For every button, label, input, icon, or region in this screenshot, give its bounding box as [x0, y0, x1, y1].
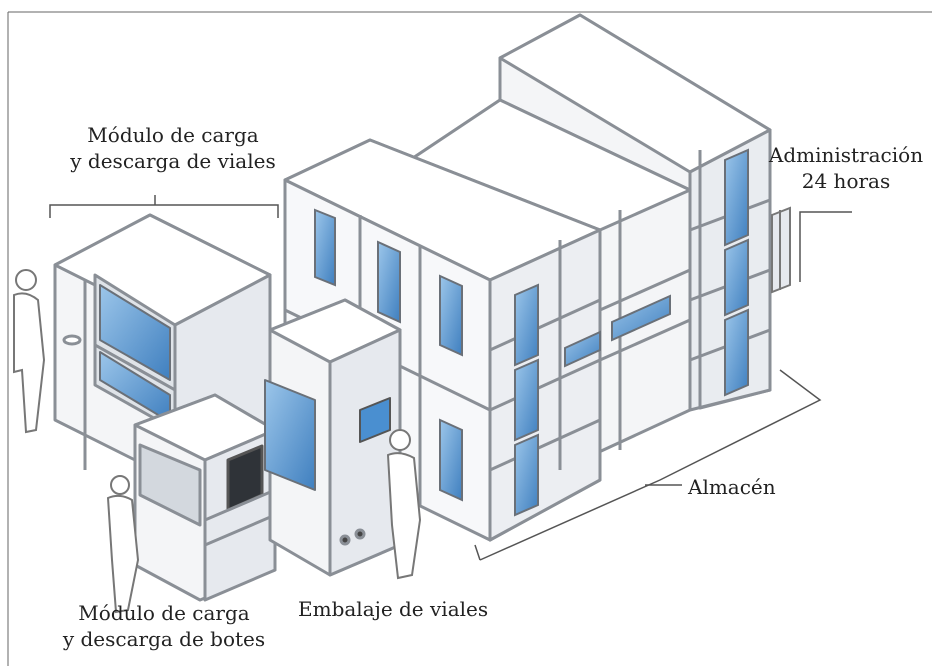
bottle-module [133, 393, 277, 602]
admin-label-line1: Administración [768, 143, 924, 167]
vial-module-label: Módulo de carga y descarga de viales [58, 122, 288, 174]
leader-lines [49, 195, 852, 486]
bottle-module-label: Módulo de carga y descarga de botes [44, 600, 284, 652]
admin-leader [799, 211, 852, 282]
warehouse-windows [314, 148, 749, 517]
operator-left [13, 269, 46, 434]
warehouse-label: Almacén [688, 475, 776, 499]
admin-24h-panel [771, 206, 791, 294]
vial-bracket [49, 204, 279, 218]
vial-module-label-line1: Módulo de carga [87, 123, 259, 147]
vial-module-label-line2: y descarga de viales [70, 149, 276, 173]
page-border [7, 11, 932, 666]
admin-label-line2: 24 horas [801, 169, 891, 193]
operator-bottles [106, 475, 140, 614]
admin-24h-label: Administración 24 horas [762, 142, 930, 194]
vial-module [53, 213, 272, 477]
bottle-module-label-line2: y descarga de botes [62, 627, 266, 651]
operator-figures [13, 269, 422, 614]
warehouse-floor-outline [474, 369, 822, 561]
packaging-machine [264, 298, 402, 577]
operator-packaging [386, 429, 422, 580]
bottle-module-label-line1: Módulo de carga [78, 601, 250, 625]
packaging-label: Embalaje de viales [298, 597, 489, 621]
